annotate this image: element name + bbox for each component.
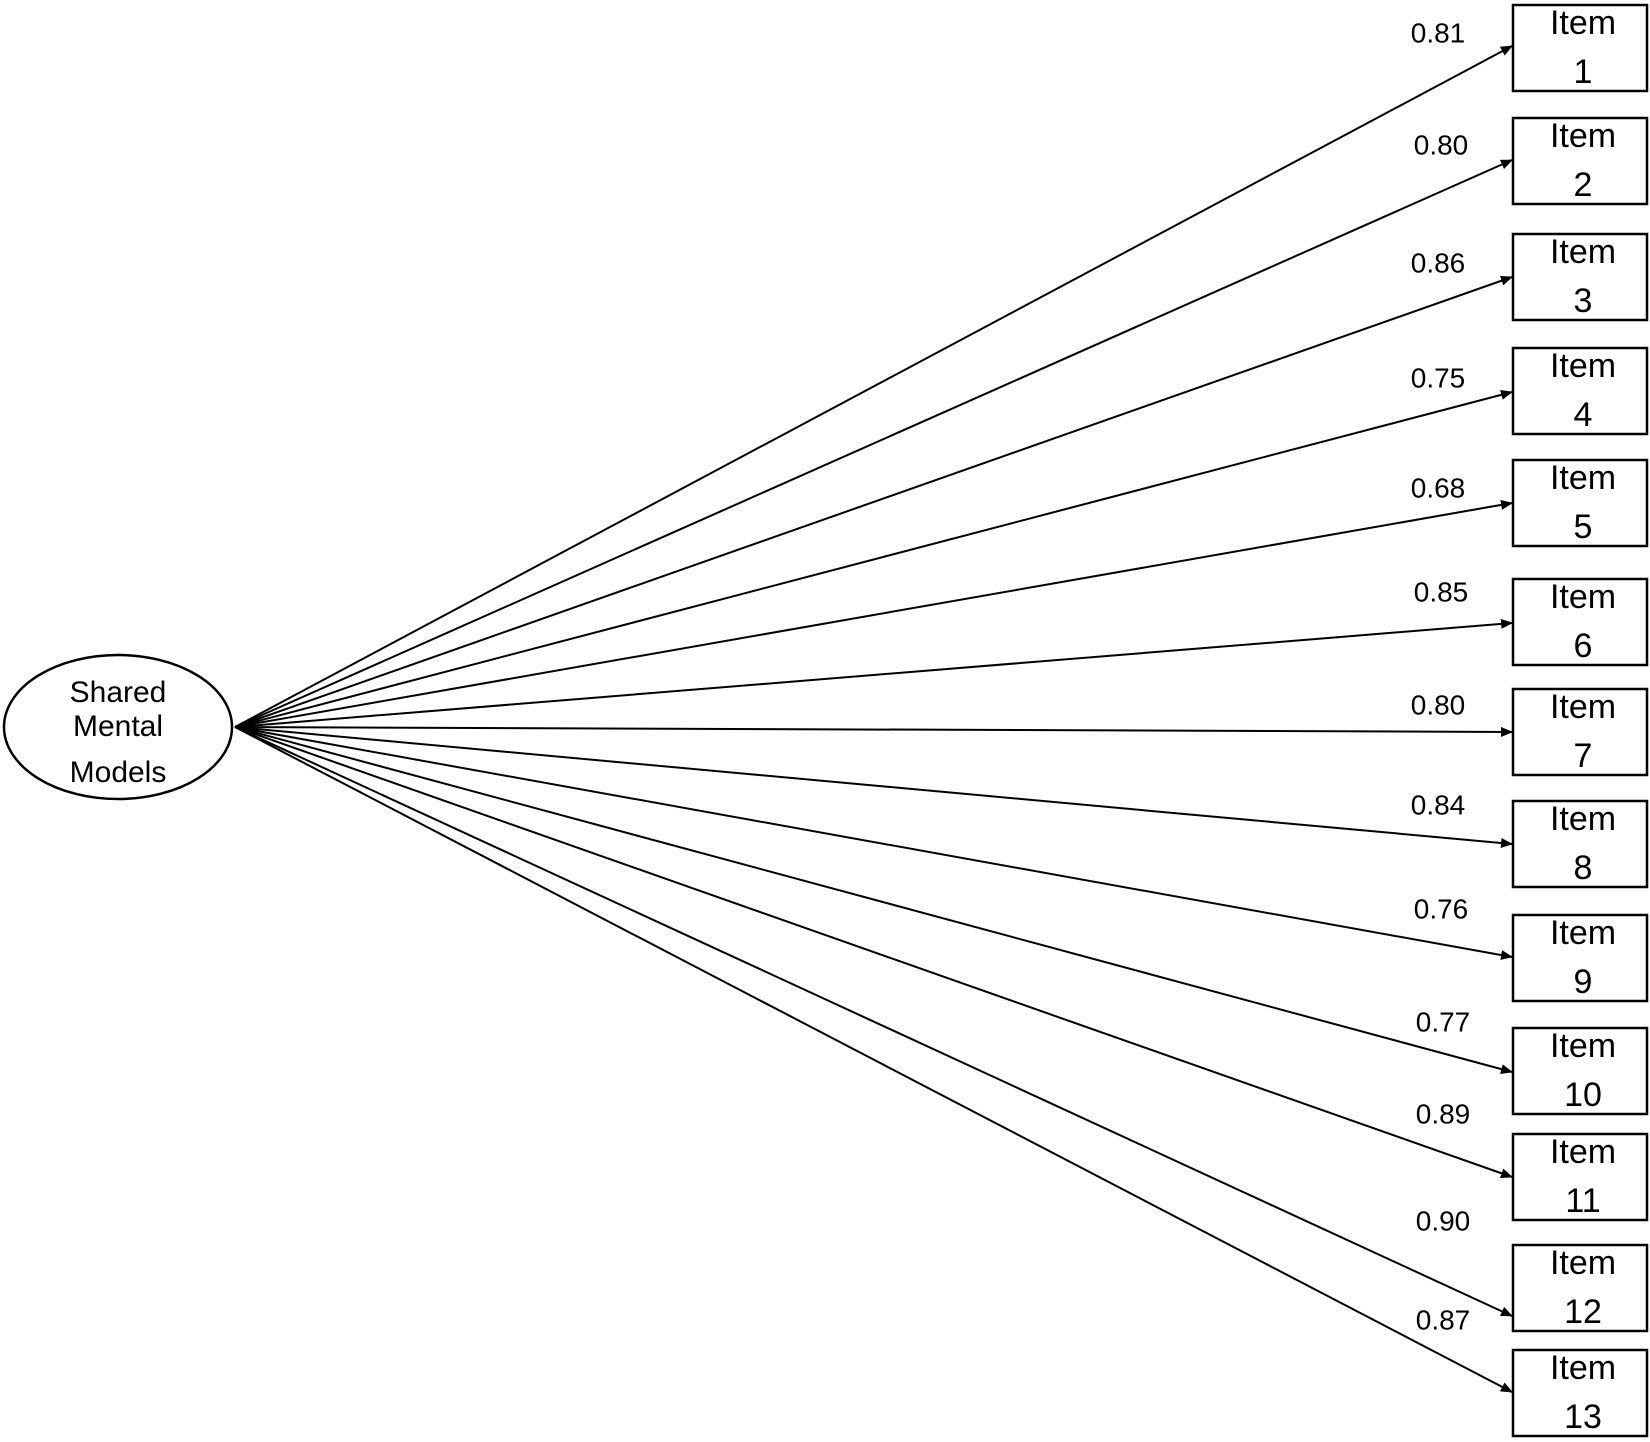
- item-node-10: Item 10: [1511, 1026, 1649, 1116]
- item-box-1: [1511, 3, 1649, 93]
- item-label-number-2: 2: [1574, 166, 1593, 204]
- item-label-word-11: Item: [1550, 1133, 1616, 1171]
- item-label-number-10: 10: [1564, 1076, 1602, 1114]
- path-arrow-item-8: [234, 726, 1513, 848]
- item-box-5: [1511, 458, 1649, 548]
- loading-label-item-10: 0.77: [1416, 1006, 1471, 1037]
- path-arrow-item-6: [234, 618, 1513, 728]
- item-box-8: [1511, 799, 1649, 889]
- item-node-2: Item 2: [1511, 116, 1649, 206]
- items-layer: Item1Item2Item3Item4Item5Item6Item7Item8…: [1511, 3, 1649, 1438]
- item-label-word-1: Item: [1550, 4, 1616, 42]
- item-label-number-12: 12: [1564, 1293, 1602, 1331]
- item-label-number-13: 13: [1564, 1398, 1602, 1436]
- item-label-number-11: 11: [1565, 1182, 1600, 1220]
- item-node-12: Item 12: [1511, 1243, 1649, 1333]
- item-label-word-9: Item: [1550, 914, 1616, 952]
- loading-label-item-13: 0.87: [1416, 1304, 1471, 1335]
- item-label-word-10: Item: [1550, 1027, 1616, 1065]
- loading-label-item-6: 0.85: [1414, 576, 1469, 607]
- item-label-number-9: 9: [1574, 963, 1593, 1001]
- loading-label-item-1: 0.81: [1411, 17, 1466, 48]
- item-node-9: Item 9: [1511, 913, 1649, 1003]
- loading-label-item-8: 0.84: [1411, 789, 1466, 820]
- path-arrow-item-1: [234, 45, 1513, 728]
- item-node-11: Item 11: [1511, 1132, 1649, 1222]
- item-box-7: [1511, 687, 1649, 777]
- path-arrow-item-9: [234, 726, 1513, 960]
- item-node-7: Item 7: [1511, 687, 1649, 777]
- paths-layer: 0.81 0.80 0.86 0.75 0.68 0.85 0.80 0.84 0.76 0.77…: [234, 17, 1513, 1393]
- item-label-word-3: Item: [1550, 233, 1616, 271]
- factor-label-line-1: Shared: [70, 676, 167, 709]
- item-label-word-13: Item: [1550, 1349, 1616, 1387]
- item-box-13: [1511, 1348, 1649, 1438]
- path-arrow-item-13: [234, 726, 1513, 1393]
- item-label-number-1: 1: [1574, 53, 1593, 91]
- item-label-word-8: Item: [1550, 800, 1616, 838]
- loading-label-item-5: 0.68: [1411, 472, 1466, 503]
- factor-label-line-3: Models: [70, 756, 167, 789]
- path-arrow-item-10: [234, 726, 1513, 1074]
- loading-label-item-4: 0.75: [1411, 362, 1466, 393]
- item-node-8: Item 8: [1511, 799, 1649, 889]
- item-label-word-5: Item: [1550, 459, 1616, 497]
- item-label-word-12: Item: [1550, 1244, 1616, 1282]
- item-label-number-8: 8: [1574, 849, 1593, 887]
- item-node-5: Item 5: [1511, 458, 1649, 548]
- factor-ellipse: [2, 653, 234, 801]
- path-arrow-item-5: [234, 499, 1513, 728]
- item-box-11: [1511, 1132, 1649, 1222]
- factor-node-shared-mental-models: Shared Mental Models: [2, 653, 234, 801]
- item-label-number-6: 6: [1574, 627, 1593, 665]
- item-box-9: [1511, 913, 1649, 1003]
- item-node-4: Item 4: [1511, 346, 1649, 436]
- item-node-13: Item 13: [1511, 1348, 1649, 1438]
- item-label-number-3: 3: [1574, 282, 1593, 320]
- item-node-3: Item 3: [1511, 232, 1649, 322]
- loading-label-item-7: 0.80: [1411, 689, 1466, 720]
- item-label-number-5: 5: [1574, 508, 1593, 546]
- item-node-6: Item 6: [1511, 577, 1649, 667]
- item-label-number-4: 4: [1574, 396, 1593, 434]
- item-box-3: [1511, 232, 1649, 322]
- path-arrow-item-7: [234, 726, 1513, 737]
- factor-label-line-2: Mental: [73, 710, 163, 743]
- item-box-10: [1511, 1026, 1649, 1116]
- loading-label-item-12: 0.90: [1416, 1205, 1471, 1236]
- path-arrow-item-12: [234, 726, 1513, 1317]
- path-arrow-item-4: [234, 389, 1513, 728]
- path-arrow-item-11: [234, 726, 1513, 1179]
- path-arrow-item-2: [234, 159, 1513, 728]
- loading-label-item-9: 0.76: [1414, 893, 1469, 924]
- item-box-2: [1511, 116, 1649, 206]
- loading-label-item-11: 0.89: [1416, 1098, 1471, 1129]
- item-label-word-4: Item: [1550, 347, 1616, 385]
- item-box-12: [1511, 1243, 1649, 1333]
- loading-label-item-2: 0.80: [1414, 129, 1469, 160]
- item-label-number-7: 7: [1574, 737, 1593, 775]
- item-label-word-6: Item: [1550, 578, 1616, 616]
- item-label-word-2: Item: [1550, 117, 1616, 155]
- item-box-4: [1511, 346, 1649, 436]
- loading-label-item-3: 0.86: [1411, 247, 1466, 278]
- item-label-word-7: Item: [1550, 688, 1616, 726]
- item-node-1: Item 1: [1511, 3, 1649, 93]
- path-arrow-item-3: [234, 275, 1513, 728]
- item-box-6: [1511, 577, 1649, 667]
